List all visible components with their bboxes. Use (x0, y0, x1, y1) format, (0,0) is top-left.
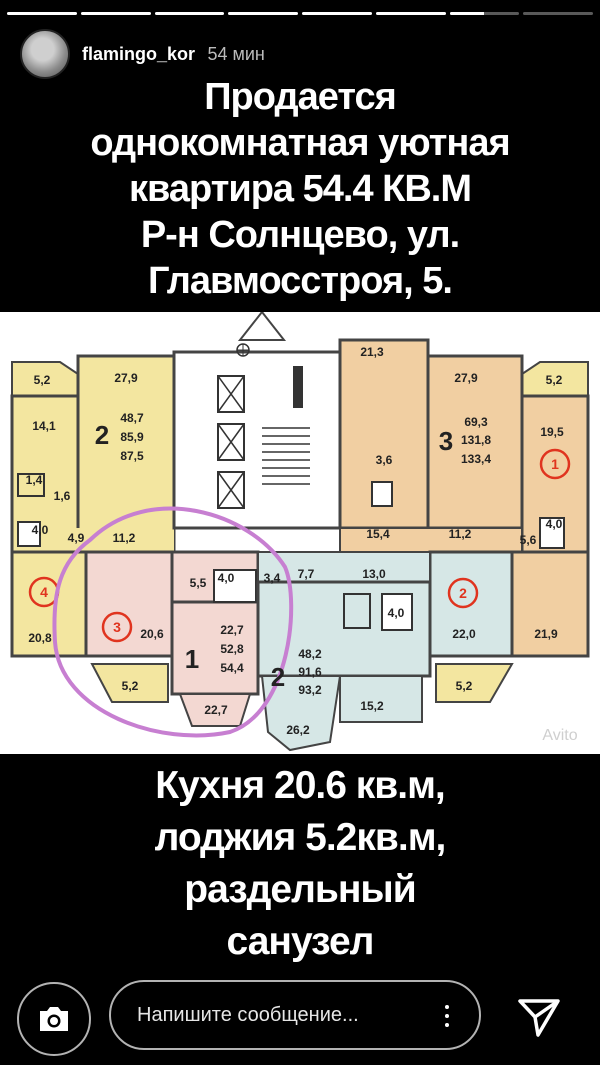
plan-label: 15,4 (366, 527, 390, 541)
caption-line: лоджия 5.2кв.м, (154, 816, 447, 859)
floor-plan-image: 5,2 27,9 14,1 2 48,7 85,9 87,5 1,4 1,6 4… (0, 310, 600, 754)
plan-label: 91,6 (298, 665, 322, 679)
plan-label: 22,0 (452, 627, 476, 641)
plan-label: 11,2 (113, 531, 136, 545)
plan-label: 48,7 (120, 411, 144, 425)
plan-label: 1,6 (54, 489, 71, 503)
plan-label: 5,6 (520, 533, 537, 547)
username[interactable]: flamingo_kor (82, 43, 196, 64)
plan-label: 5,2 (122, 679, 139, 693)
avito-watermark: Avito (542, 727, 577, 744)
plan-label: 27,9 (454, 371, 478, 385)
plan-label: 19,5 (540, 425, 564, 439)
plan-label: 7,7 (298, 567, 315, 581)
plan-label: 52,8 (220, 642, 244, 656)
plan-label: 5,2 (456, 679, 473, 693)
story-segment (449, 12, 520, 15)
caption-line: Р-н Солнцево, ул. (140, 214, 460, 256)
plan-label: 4 (40, 584, 48, 600)
caption-line: санузел (226, 920, 375, 963)
plan-label: 5,2 (34, 373, 51, 387)
caption-line: квартира 54.4 КВ.М (129, 168, 472, 210)
plan-label: 2 (459, 585, 467, 601)
plan-label: 3,6 (376, 453, 393, 467)
plan-label: 2 (95, 420, 109, 450)
plan-label: 131,8 (461, 433, 491, 447)
plan-label: 54,4 (220, 661, 244, 675)
caption-line: однокомнатная уютная (90, 122, 510, 164)
story-segment (375, 12, 446, 15)
time-ago: 54 мин (207, 43, 265, 64)
plan-label: 69,3 (464, 415, 488, 429)
caption-line: раздельный (184, 868, 416, 911)
plan-label: 48,2 (298, 647, 322, 661)
more-vertical-icon[interactable] (445, 1005, 449, 1027)
message-input[interactable]: Напишите сообщение... (109, 980, 481, 1050)
story-segment (154, 12, 225, 15)
plan-label: 4,0 (546, 517, 563, 531)
plan-label: 22,7 (220, 623, 244, 637)
plan-label: 21,3 (360, 345, 384, 359)
floor-plan-drawing: 5,2 27,9 14,1 2 48,7 85,9 87,5 1,4 1,6 4… (0, 310, 600, 754)
plan-label: 27,9 (114, 371, 138, 385)
plan-label: 21,9 (534, 627, 558, 641)
plan-label: 85,9 (120, 430, 144, 444)
story-segment (7, 12, 77, 15)
plan-label: 5,5 (190, 576, 207, 590)
caption-line: Продается (204, 76, 397, 118)
plan-label: 2 (271, 662, 285, 692)
plan-label: 5,2 (546, 373, 563, 387)
plan-label: 20,6 (140, 627, 164, 641)
plan-label: 3 (439, 426, 453, 456)
plan-label: 3,4 (264, 571, 281, 585)
plan-label: 26,2 (286, 723, 310, 737)
caption-line: Кухня 20.6 кв.м, (155, 764, 446, 807)
plan-label: 1 (185, 644, 199, 674)
plan-label: 87,5 (120, 449, 144, 463)
plan-label: 13,0 (362, 567, 386, 581)
caption-top: Продается однокомнатная уютная квартира … (0, 74, 600, 304)
story-segment (228, 12, 298, 15)
plan-label: 1 (551, 456, 559, 472)
plan-label: 4,0 (32, 523, 49, 537)
story-segment (302, 12, 372, 15)
avatar[interactable] (20, 29, 70, 79)
story-segment (80, 12, 151, 15)
message-placeholder: Напишите сообщение... (137, 1003, 359, 1026)
plan-label: 20,8 (28, 631, 52, 645)
caption-line: Главмосстроя, 5. (148, 260, 453, 302)
caption-bottom: Кухня 20.6 кв.м, лоджия 5.2кв.м, раздель… (0, 760, 600, 968)
plan-label: 22,7 (204, 703, 228, 717)
send-icon (518, 999, 560, 1037)
plan-label: 4,0 (218, 571, 235, 585)
plan-label: 3 (113, 619, 121, 635)
plan-label: 14,1 (32, 419, 56, 433)
plan-label: 133,4 (461, 452, 491, 466)
send-button[interactable] (514, 991, 564, 1041)
camera-icon (40, 1007, 68, 1031)
plan-label: 15,2 (360, 699, 384, 713)
plan-label: 11,2 (449, 527, 472, 541)
plan-label: 1,4 (26, 473, 43, 487)
plan-label: 4,9 (68, 531, 85, 545)
story-footer: Напишите сообщение... (0, 975, 600, 1056)
plan-label: 93,2 (298, 683, 322, 697)
story-progress (7, 12, 593, 15)
story-header: flamingo_kor 54 мин (20, 29, 265, 79)
story-segment (523, 12, 593, 15)
camera-button[interactable] (17, 982, 91, 1056)
plan-label: 4,0 (388, 606, 405, 620)
